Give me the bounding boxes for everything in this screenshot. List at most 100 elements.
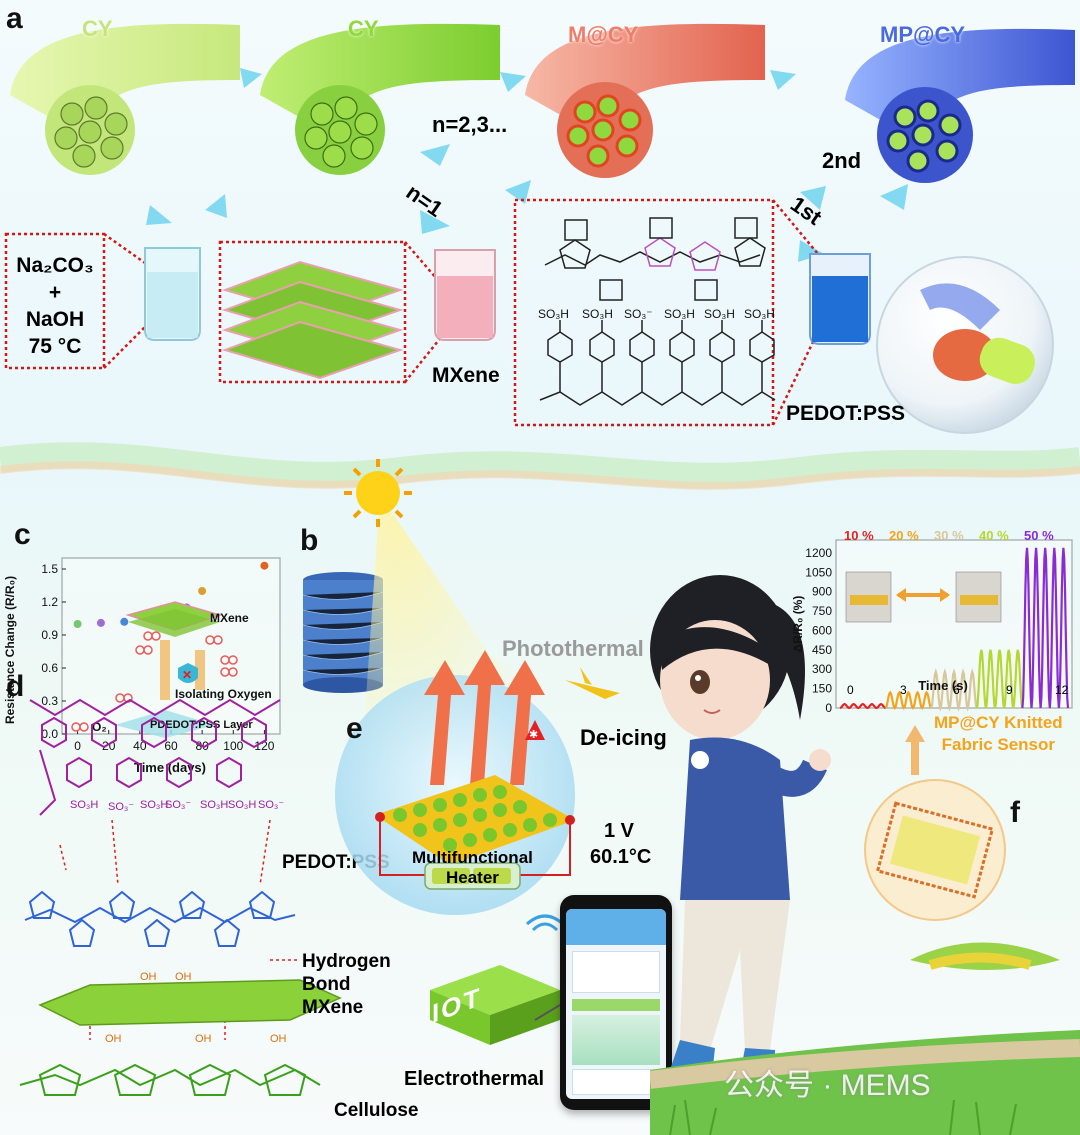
- label-cy-2: CY: [348, 16, 379, 41]
- chart-f-xticks: 0 3 6 9 12: [820, 683, 1080, 699]
- chart-f-ytick: 450: [812, 643, 832, 657]
- chart-f-strain-label: 50 %: [1024, 528, 1054, 543]
- d-oh-2: OH: [175, 971, 192, 983]
- chart-c-xtick: 60: [164, 739, 178, 753]
- label-f-caption-1: MP@CY Knitted: [934, 713, 1063, 732]
- yarn-mcy: [525, 23, 765, 178]
- label-voltage: 1 V: [604, 820, 635, 842]
- chart-f-ylabel: ΔR/R₀ (%): [791, 596, 805, 653]
- pss-label-6: SO₃H: [228, 799, 256, 811]
- yarn-cy-1: [10, 23, 240, 175]
- chart-f-strain-label: 40 %: [979, 528, 1009, 543]
- hbond-lines: [59, 819, 300, 1040]
- panel-d-graphic: SO₃H SO₃⁻ SO₃H SO₃⁻ SO₃H SO₃H SO₃⁻: [19, 698, 342, 1096]
- phone: [560, 895, 672, 1110]
- chart-c-xtick: 100: [223, 739, 243, 753]
- chart-c-ytick: 0.0: [41, 727, 58, 741]
- chart-c-ytick: 0.6: [41, 661, 58, 675]
- grass-ground: [650, 942, 1080, 1135]
- beaker-clear: [144, 247, 201, 341]
- d-oh-5: OH: [270, 1033, 287, 1045]
- sun-icon: [344, 459, 412, 527]
- phone-screen: [566, 909, 666, 1099]
- d-oh-4: OH: [195, 1033, 212, 1045]
- beaker-pink: [434, 249, 496, 341]
- chart-f-ytick: 600: [812, 623, 832, 637]
- label-mpcy: MP@CY: [880, 22, 966, 47]
- phone-header: [566, 909, 666, 945]
- airplane-icon: [565, 667, 620, 699]
- chart-f-ytick: 300: [812, 662, 832, 676]
- so3-label-6: SO₃H: [744, 307, 775, 321]
- heat-arrows: [424, 650, 545, 785]
- chart-f-ytick: 750: [812, 604, 832, 618]
- heater-wires: [379, 817, 571, 876]
- label-d-mxene: MXene: [302, 997, 364, 1018]
- chart-c-isolating: Isolating Oxygen: [175, 687, 272, 701]
- label-temp: 60.1°C: [590, 846, 652, 868]
- label-heater-line1: Multifunctional: [412, 848, 533, 867]
- chart-c-point: [260, 561, 269, 570]
- chart-f-strain-label: 30 %: [934, 528, 964, 543]
- step-n-repeat: n=2,3...: [432, 112, 508, 137]
- chart-f-ytick: 150: [812, 682, 832, 696]
- pss-label-7: SO₃⁻: [258, 799, 284, 811]
- chart-f-ytick: 0: [825, 701, 832, 715]
- label-f-caption-2: Fabric Sensor: [941, 735, 1056, 754]
- label-d-bond: Bond: [302, 974, 351, 995]
- chart-f-xtick: 0: [847, 683, 854, 697]
- pss-label-3: SO₃H: [140, 799, 168, 811]
- knitted-fabric-circle: [864, 779, 1006, 921]
- heater-fabric: [375, 775, 575, 865]
- d-oh-1: OH: [140, 971, 157, 983]
- chart-f-strain-label: 20 %: [889, 528, 919, 543]
- step-second: 2nd: [822, 148, 862, 173]
- beaker-blue: [809, 253, 871, 345]
- panel-label-d: d: [6, 670, 25, 703]
- snowflake-icon: ✱: [525, 720, 545, 741]
- chart-c-point: [96, 618, 105, 627]
- label-pedot-top: PEDOT:PSS: [786, 402, 906, 425]
- chart-c-xtick: 40: [133, 739, 147, 753]
- label-electrothermal: Electrothermal: [404, 1068, 545, 1090]
- chart-c-ytick: 0.3: [41, 694, 58, 708]
- chart-f-strain-label: 10 %: [844, 528, 874, 543]
- chart-c-point: [73, 620, 82, 628]
- chart-f-series: [1021, 547, 1070, 709]
- f-up-arrow: [905, 725, 925, 775]
- condition-line-3: NaOH: [25, 308, 85, 331]
- chart-f-ytick: 900: [812, 585, 832, 599]
- chart-c-point: [198, 587, 207, 595]
- chart-f-series: [930, 668, 978, 712]
- chart-c-ytick: 1.2: [41, 595, 58, 609]
- chart-f-series: [884, 690, 933, 710]
- so3-label-2: SO₃H: [582, 307, 613, 321]
- watermark: 公众号 · MEMS: [724, 1069, 931, 1102]
- chart-c-ytick: 1.5: [41, 562, 58, 576]
- chart-c-mxene: MXene: [210, 611, 249, 625]
- condition-line-1: Na₂CO₃: [16, 254, 94, 277]
- phone-log: [572, 1069, 660, 1095]
- label-heater: Multifunctional Heater: [412, 848, 533, 888]
- label-d-hydrogen: Hydrogen: [302, 951, 391, 972]
- pss-label-5: SO₃H: [200, 799, 228, 811]
- label-mcy: M@CY: [568, 22, 639, 47]
- condition-line-2: +: [48, 281, 62, 304]
- panel-label-a: a: [6, 2, 23, 35]
- label-deicing: De-icing: [580, 725, 667, 750]
- phone-gauge: [572, 951, 660, 993]
- svg-text:✱: ✱: [529, 729, 538, 741]
- so3-label-5: SO₃H: [704, 307, 735, 321]
- mxene-slab: [38, 979, 342, 1026]
- pss-label-4: SO₃⁻: [165, 799, 191, 811]
- yarn-cy-2: [260, 23, 500, 175]
- phone-graph: [572, 1015, 660, 1065]
- mxene-layers: [221, 260, 404, 380]
- flow-arrows: [146, 68, 908, 262]
- chart-f-series: [975, 649, 1024, 709]
- pss-chain: [29, 698, 281, 816]
- panel-label-e: e: [346, 712, 363, 745]
- center-graphic: ✱: [335, 459, 620, 915]
- chart-c-layer: PDEDOT:PSS Layer: [150, 719, 253, 731]
